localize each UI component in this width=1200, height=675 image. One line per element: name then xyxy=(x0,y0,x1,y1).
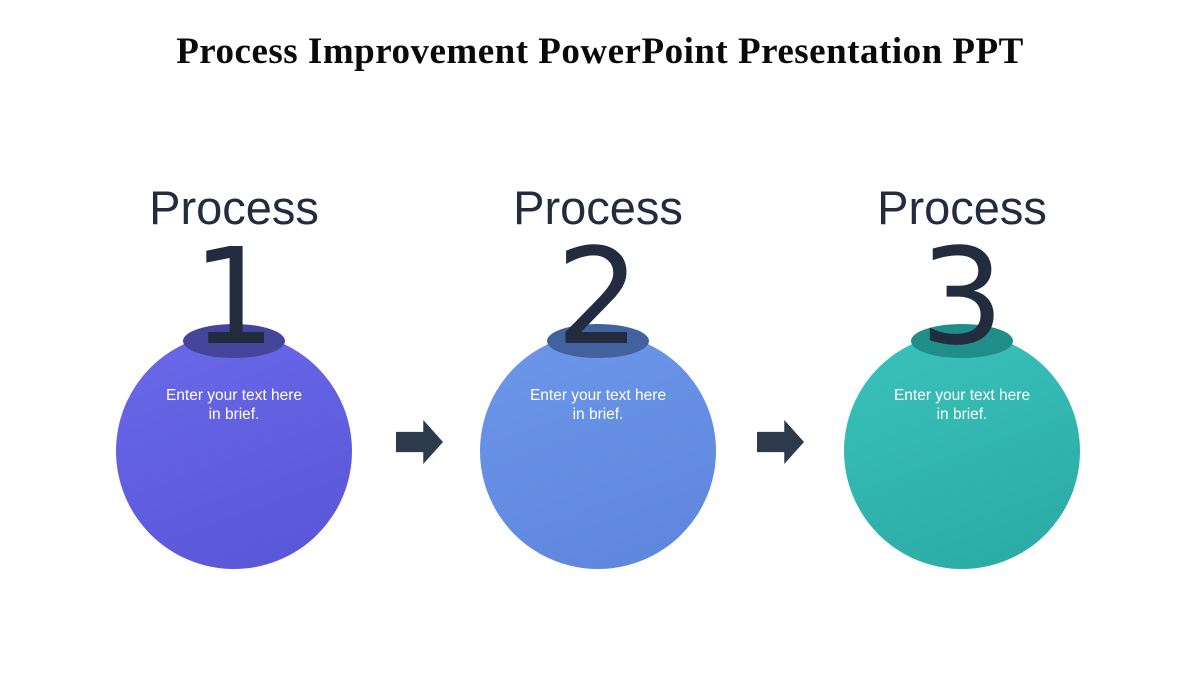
placeholder-text-line-1: Enter your text here xyxy=(165,387,303,404)
process-circle xyxy=(844,333,1080,569)
slide-title: Process Improvement PowerPoint Presentat… xyxy=(176,31,1024,72)
placeholder-text: Enter your text here in brief. xyxy=(857,386,1067,424)
circle-slot-hole xyxy=(911,324,1013,358)
placeholder-text-line-2: in brief. xyxy=(208,406,260,423)
process-number: 2 xyxy=(555,221,641,375)
arrow-right-icon xyxy=(396,420,443,464)
placeholder-text: Enter your text here in brief. xyxy=(493,386,703,424)
process-number: 1 xyxy=(191,221,277,375)
process-label: Process xyxy=(513,181,683,234)
placeholder-text-line-2: in brief. xyxy=(936,406,988,423)
circle-slot-hole xyxy=(547,324,649,358)
arrow-right-icon xyxy=(757,420,804,464)
process-step-1: Process 1 Enter your text here in brief. xyxy=(84,180,384,600)
process-step-2: Process 2 Enter your text here in brief. xyxy=(448,180,748,600)
process-circle xyxy=(116,333,352,569)
placeholder-text-line-1: Enter your text here xyxy=(529,387,667,404)
process-step-3: Process 3 Enter your text here in brief. xyxy=(812,180,1112,600)
process-label: Process xyxy=(877,181,1047,234)
process-number: 3 xyxy=(919,221,1005,375)
placeholder-text-line-1: Enter your text here xyxy=(893,387,1031,404)
process-label: Process xyxy=(149,181,319,234)
process-circle xyxy=(480,333,716,569)
placeholder-text-line-2: in brief. xyxy=(572,406,624,423)
placeholder-text: Enter your text here in brief. xyxy=(129,386,339,424)
circle-slot-hole xyxy=(183,324,285,358)
